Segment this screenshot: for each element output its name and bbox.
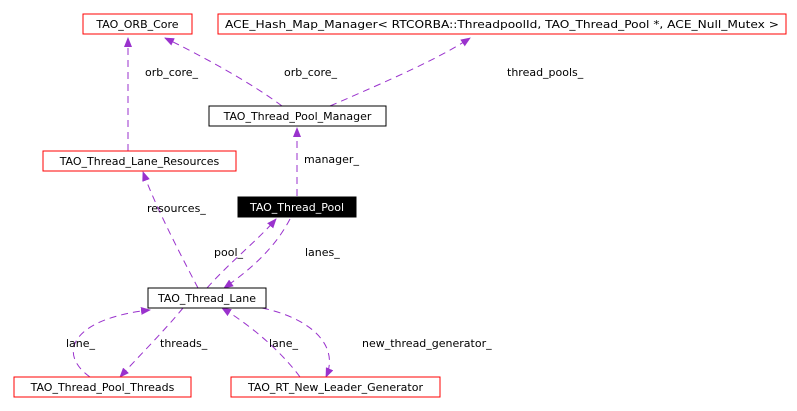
node-tao-thread-pool[interactable]: TAO_Thread_Pool [237,196,357,218]
edge-pool-manager-hash-map [329,37,471,107]
node-tao-thread-lane[interactable]: TAO_Thread_Lane [147,287,267,309]
edge-label-resources: resources_ [147,202,206,215]
node-tao-rt-new-leader-generator[interactable]: TAO_RT_New_Leader_Generator [230,376,441,398]
nodes: TAO_ORB_Core ACE_Hash_Map_Manager< RTCOR… [13,13,787,398]
node-tao-thread-lane-resources[interactable]: TAO_Thread_Lane_Resources [42,150,237,172]
edge-labels: orb_core_ orb_core_ thread_pools_ manage… [66,66,584,350]
edges [72,37,471,378]
edge-pool-manager-orb-core [164,37,283,107]
edge-lane-pool-threads [119,307,184,378]
node-tao-thread-pool-manager[interactable]: TAO_Thread_Pool_Manager [208,105,387,127]
edge-label-thread-pools: thread_pools_ [507,66,584,79]
edge-label-lane-resources-orb-core: orb_core_ [145,66,199,79]
edge-label-generator-lane: lane_ [269,337,299,350]
node-tao-orb-core[interactable]: TAO_ORB_Core [82,13,193,35]
node-label-tao-thread-lane-resources: TAO_Thread_Lane_Resources [59,155,220,168]
node-ace-hash-map-manager[interactable]: ACE_Hash_Map_Manager< RTCORBA::Threadpoo… [217,13,787,35]
node-label-tao-rt-new-leader-generator: TAO_RT_New_Leader_Generator [247,381,423,394]
edge-pool-threads-lane [72,306,151,378]
node-tao-thread-pool-threads[interactable]: TAO_Thread_Pool_Threads [13,376,192,398]
edge-label-manager: manager_ [304,153,359,166]
node-label-ace-hash-map-manager: ACE_Hash_Map_Manager< RTCORBA::Threadpoo… [225,18,779,31]
edge-thread-lane-pool [206,218,277,289]
node-label-tao-orb-core: TAO_ORB_Core [95,18,178,31]
edge-label-pool: pool_ [214,246,243,259]
edge-label-threads-lane: lane_ [66,337,96,350]
edge-lane-generator [261,307,334,378]
edge-thread-pool-lanes [223,218,291,289]
node-label-tao-thread-lane: TAO_Thread_Lane [157,292,256,305]
edge-generator-lane [221,307,301,378]
node-label-tao-thread-pool-threads: TAO_Thread_Pool_Threads [30,381,175,394]
edge-label-pool-manager-orb-core: orb_core_ [284,66,338,79]
edge-thread-lane-resources [142,171,199,289]
edge-label-new-thread-generator: new_thread_generator_ [362,337,492,350]
node-label-tao-thread-pool: TAO_Thread_Pool [249,201,344,214]
node-label-tao-thread-pool-manager: TAO_Thread_Pool_Manager [223,110,372,123]
edge-label-lanes: lanes_ [305,246,340,259]
edge-label-threads: threads_ [160,337,208,350]
